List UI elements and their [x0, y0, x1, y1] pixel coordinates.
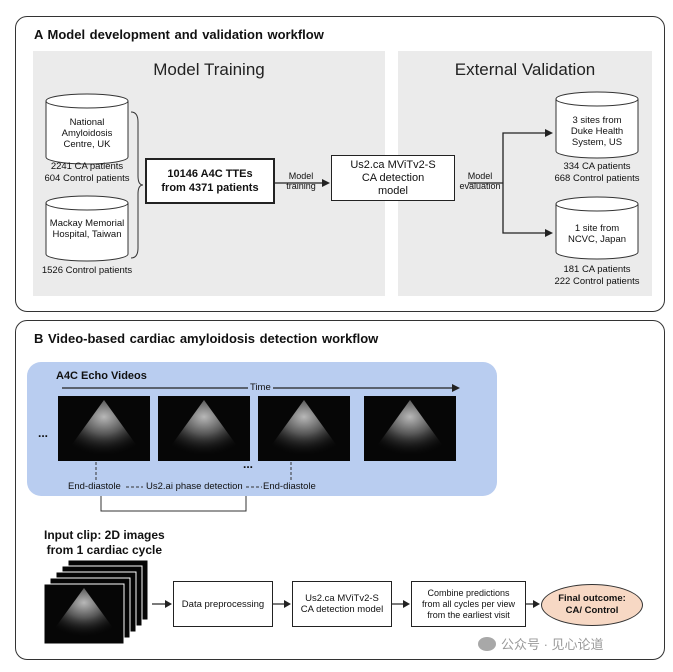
validation-site-2-control: 222 Control patients	[554, 276, 640, 287]
validation-site-1: 3 sites from Duke Health System, US	[570, 115, 624, 148]
echo-image	[68, 400, 446, 456]
end-diastole-label-2: End-diastole	[263, 481, 316, 492]
input-clip-stack	[43, 559, 149, 645]
input-clip-label: Input clip: 2D images from 1 cardiac cyc…	[44, 528, 165, 557]
training-site-1: National Amyloidosis Centre, UK	[61, 117, 113, 150]
database-icon	[45, 195, 129, 262]
model-training-label: Model training	[286, 171, 316, 191]
step-preprocessing: Data preprocessing	[173, 581, 273, 627]
time-label: Time	[248, 382, 273, 393]
end-diastole-label-1: End-diastole	[68, 481, 121, 492]
validation-site-2: 1 site from NCVC, Japan	[567, 223, 627, 245]
step-combine: Combine predictions from all cycles per …	[411, 581, 526, 627]
dataset-line: 10146 A4C TTEs	[167, 168, 253, 180]
training-site-1-control: 604 Control patients	[44, 173, 130, 184]
database-icon	[45, 93, 129, 165]
training-site-2: Mackay Memorial Hospital, Taiwan	[49, 218, 125, 240]
watermark: 公众号 · 见心论道	[478, 634, 604, 653]
wechat-icon	[478, 636, 496, 651]
ellipsis-left: ...	[38, 426, 49, 440]
validation-site-1-ca: 334 CA patients	[563, 161, 631, 172]
phase-detection-label: Us2.ai phase detection	[146, 481, 243, 492]
echo-videos-title: A4C Echo Videos	[56, 370, 147, 382]
database-icon	[555, 196, 639, 260]
model-box: Us2.ca MViTv2-S CA detection model	[331, 155, 455, 201]
final-outcome: Final outcome: CA/ Control	[541, 584, 643, 626]
validation-title: External Validation	[454, 60, 596, 79]
dataset-line: from 4371 patients	[161, 182, 259, 194]
ellipsis-mid: ...	[243, 457, 254, 471]
training-site-1-ca: 2241 CA patients	[50, 161, 124, 172]
validation-site-2-ca: 181 CA patients	[563, 264, 631, 275]
training-title: Model Training	[153, 60, 265, 79]
training-site-2-control: 1526 Control patients	[41, 265, 133, 276]
model-evaluation-label: Model evaluation	[459, 171, 501, 191]
step-ca-model: Us2.ca MViTv2-S CA detection model	[292, 581, 392, 627]
validation-site-1-control: 668 Control patients	[554, 173, 640, 184]
dataset-box: 10146 A4C TTEs from 4371 patients	[145, 158, 275, 204]
database-icon	[555, 91, 639, 159]
panel-a-header: A Model development and validation workf…	[34, 27, 324, 42]
panel-b-header: B Video-based cardiac amyloidosis detect…	[34, 331, 379, 346]
